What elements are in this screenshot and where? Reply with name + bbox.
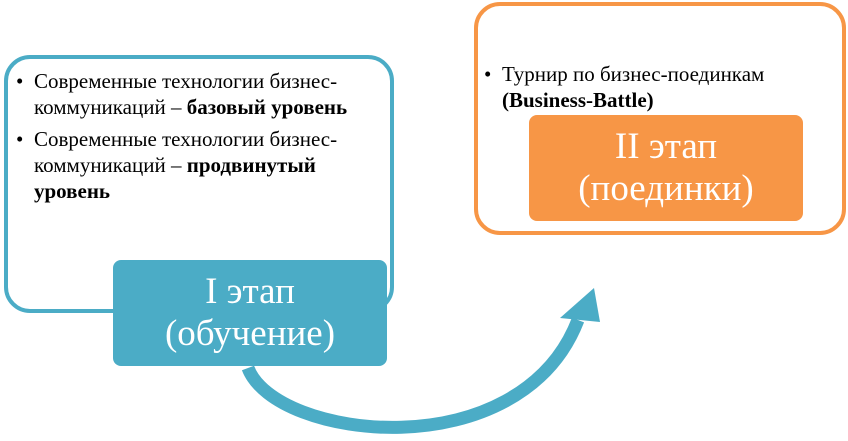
stage-1-bullet-advanced-text: Современные технологии бизнес-коммуникац… — [34, 127, 338, 177]
stage-1-label: I этап (обучение) — [113, 260, 387, 366]
stage-2-subtitle: (поединки) — [578, 168, 754, 209]
curved-arrow-head — [560, 288, 600, 322]
stage-1-bullet-list: Современные технологии бизнес-коммуникац… — [14, 68, 384, 204]
stage-1-bullet-basic-level: базовый уровень — [186, 95, 348, 119]
stage-1-bullet-advanced: Современные технологии бизнес-коммуникац… — [14, 126, 384, 204]
stage-2-bullet-tournament-name: (Business-Battle) — [502, 88, 654, 112]
stage-2-bullet-tournament: Турнир по бизнес-поединкам (Business-Bat… — [482, 61, 842, 113]
stage-1-bullet-basic-text: Современные технологии бизнес-коммуникац… — [34, 69, 338, 119]
stage-1-title: I этап — [205, 271, 295, 312]
stage-1-bullet-basic: Современные технологии бизнес-коммуникац… — [14, 68, 384, 120]
stage-1-subtitle: (обучение) — [164, 313, 336, 354]
stage-2-bullet-list: Турнир по бизнес-поединкам (Business-Bat… — [482, 61, 842, 113]
stage-2-label: II этап (поединки) — [529, 115, 803, 221]
stage-2-bullet-tournament-text: Турнир по бизнес-поединкам — [502, 62, 765, 86]
stage-2-title: II этап — [614, 126, 718, 167]
stage-1-bullet-advanced-level: продвинутый уровень — [34, 153, 316, 203]
